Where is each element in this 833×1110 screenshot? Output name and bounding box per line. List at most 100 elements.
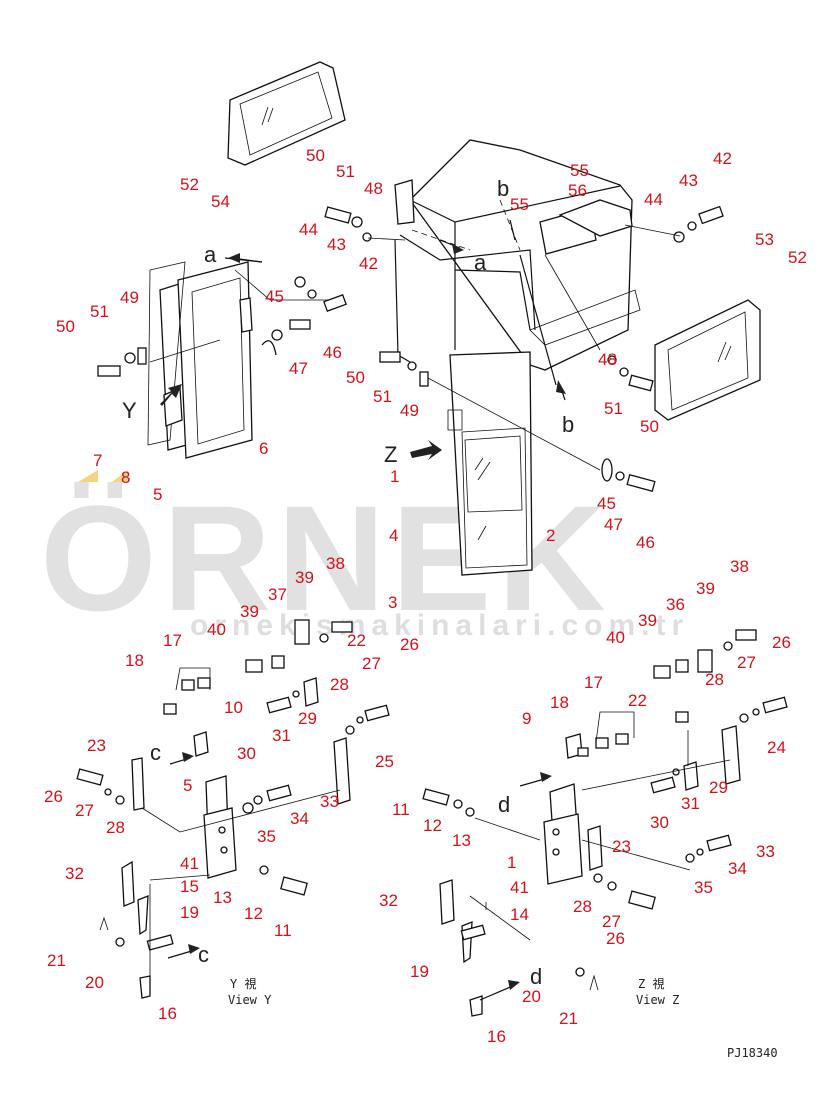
callout-part-26: 26 (606, 929, 625, 948)
callout-part-1: 1 (390, 467, 399, 486)
callout-part-38: 38 (730, 557, 749, 576)
callout-part-40: 40 (207, 620, 226, 639)
view-marker-c-top: c (150, 740, 161, 765)
view-marker-a-right: a (474, 250, 487, 275)
watermark-accent-right (112, 470, 128, 482)
callout-part-54: 54 (211, 192, 230, 211)
callout-part-49: 49 (400, 401, 419, 420)
drawing-number: PJ18340 (727, 1046, 778, 1060)
side-window-glass (654, 299, 761, 421)
callout-part-27: 27 (362, 654, 381, 673)
callout-part-16: 16 (158, 1004, 177, 1023)
callout-part-7: 7 (93, 451, 102, 470)
view-z-caption-jp: Z 視 (638, 976, 664, 991)
callout-part-24: 24 (767, 738, 786, 757)
callout-part-50: 50 (346, 368, 365, 387)
callout-part-48: 48 (598, 350, 617, 369)
callout-part-11: 11 (274, 921, 292, 940)
callout-part-47: 47 (289, 359, 308, 378)
callout-part-39: 39 (295, 568, 314, 587)
callout-part-32: 32 (65, 864, 84, 883)
callout-part-52: 52 (180, 175, 199, 194)
callout-part-33: 33 (320, 792, 339, 811)
callout-part-26: 26 (400, 635, 419, 654)
callout-part-19: 19 (180, 903, 199, 922)
callout-part-53: 53 (755, 230, 774, 249)
callout-part-49: 49 (120, 288, 139, 307)
callout-part-30: 30 (650, 813, 669, 832)
view-letters: a a b b Y Z c c d d (122, 176, 574, 989)
callout-part-55: 55 (510, 195, 529, 214)
callout-part-18: 18 (125, 651, 144, 670)
callout-part-13: 13 (452, 831, 471, 850)
callout-part-29: 29 (298, 709, 317, 728)
view-marker-b-top: b (497, 176, 509, 201)
callout-part-17: 17 (163, 631, 182, 650)
callout-part-27: 27 (737, 653, 756, 672)
callout-part-33: 33 (756, 842, 775, 861)
callout-part-3: 3 (388, 593, 397, 612)
callout-part-12: 12 (244, 904, 263, 923)
callout-part-34: 34 (290, 809, 309, 828)
fasteners-top (97, 205, 724, 492)
callout-part-20: 20 (85, 973, 104, 992)
callout-part-22: 22 (347, 631, 366, 650)
callout-part-42: 42 (359, 254, 378, 273)
callout-part-2: 2 (546, 526, 555, 545)
callout-part-35: 35 (257, 827, 276, 846)
callout-part-1: 1 (507, 853, 516, 872)
callout-part-28: 28 (106, 818, 125, 837)
callout-part-22: 22 (628, 691, 647, 710)
callout-part-12: 12 (423, 816, 442, 835)
callout-part-40: 40 (606, 628, 625, 647)
callout-part-15: 15 (180, 877, 199, 896)
callout-part-10: 10 (224, 698, 243, 717)
callout-part-44: 44 (299, 220, 318, 239)
callout-part-17: 17 (584, 673, 603, 692)
callout-part-5: 5 (153, 485, 162, 504)
view-marker-d-bottom: d (530, 964, 542, 989)
callout-part-50: 50 (56, 317, 75, 336)
callout-part-51: 51 (604, 399, 623, 418)
callout-part-51: 51 (336, 162, 355, 181)
view-marker-y: Y (122, 398, 137, 423)
callout-part-55: 55 (570, 161, 589, 180)
callout-part-13: 13 (213, 888, 232, 907)
callout-part-43: 43 (679, 171, 698, 190)
view-z-latch-assembly (422, 629, 788, 1017)
callout-part-52: 52 (788, 248, 807, 267)
callout-part-27: 27 (75, 801, 94, 820)
callout-part-21: 21 (559, 1009, 578, 1028)
callout-part-56: 56 (568, 181, 587, 200)
callout-part-39: 39 (638, 611, 657, 630)
callout-part-36: 36 (666, 595, 685, 614)
callout-part-31: 31 (272, 726, 291, 745)
left-door-assembly (147, 261, 253, 459)
callout-part-18: 18 (550, 693, 569, 712)
callout-part-20: 20 (522, 987, 541, 1006)
callout-part-26: 26 (44, 787, 63, 806)
callout-part-31: 31 (681, 794, 700, 813)
view-marker-a-left: a (204, 242, 217, 267)
callout-part-26: 26 (772, 633, 791, 652)
callout-part-45: 45 (265, 287, 284, 306)
callout-part-14: 14 (510, 905, 529, 924)
callout-part-34: 34 (728, 859, 747, 878)
callout-part-45: 45 (597, 494, 616, 513)
rear-window-glass (227, 61, 346, 166)
callout-part-32: 32 (379, 891, 398, 910)
callout-part-39: 39 (240, 602, 259, 621)
callout-part-23: 23 (612, 837, 631, 856)
callout-part-46: 46 (636, 533, 655, 552)
callout-part-30: 30 (237, 744, 256, 763)
callout-part-28: 28 (573, 897, 592, 916)
callout-part-9: 9 (522, 709, 531, 728)
callout-part-28: 28 (330, 675, 349, 694)
watermark-url: ornekismakinalari.com.tr (190, 609, 689, 642)
callout-part-29: 29 (709, 778, 728, 797)
callout-part-44: 44 (644, 190, 663, 209)
callout-part-47: 47 (604, 515, 623, 534)
view-y-latch-assembly (76, 619, 390, 999)
